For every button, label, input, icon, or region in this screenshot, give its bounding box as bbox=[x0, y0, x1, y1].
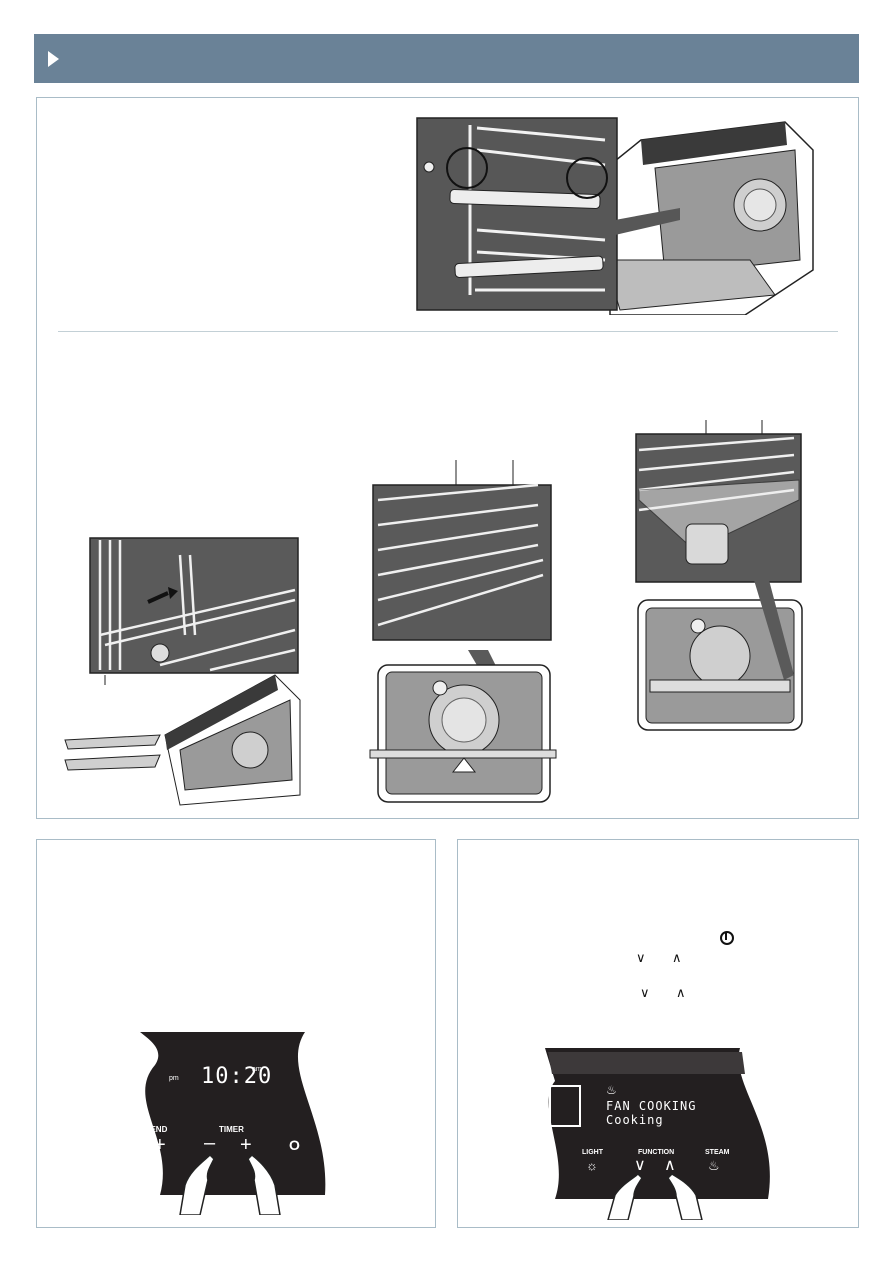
left-display-time: 10:20 bbox=[201, 1064, 273, 1089]
power-icon-line bbox=[725, 933, 727, 940]
left-display-pm: pm bbox=[169, 1075, 179, 1082]
hands-pressing-icon bbox=[607, 1172, 703, 1220]
function-label: FUNCTION bbox=[638, 1149, 675, 1156]
chevron-up-icon: ∧ bbox=[676, 985, 686, 1000]
function-down-button[interactable]: ∨ bbox=[634, 1157, 646, 1174]
rack-insertion-illustration bbox=[64, 537, 301, 806]
function-up-button[interactable]: ∧ bbox=[664, 1157, 676, 1174]
light-label: LIGHT bbox=[582, 1149, 603, 1156]
timer-plus-button[interactable]: + bbox=[240, 1134, 252, 1156]
rack-stopper-illustration bbox=[635, 420, 803, 731]
hands-pressing-icon bbox=[179, 1153, 281, 1215]
chevron-up-icon: ∧ bbox=[672, 950, 682, 965]
select-label: CT bbox=[546, 1149, 556, 1156]
section-header-bar bbox=[34, 34, 859, 83]
left-display-am: am bbox=[252, 1066, 262, 1073]
steam-button[interactable]: ♨ bbox=[708, 1158, 720, 1173]
shelf-runner-illustration bbox=[416, 117, 814, 315]
delay-end-label: AY END bbox=[138, 1125, 168, 1134]
chevron-down-icon: ∨ bbox=[640, 985, 650, 1000]
section-divider bbox=[58, 331, 838, 332]
timer-control-panel-display bbox=[140, 1032, 326, 1195]
steam-label: STEAM bbox=[705, 1149, 730, 1156]
play-arrow-icon bbox=[48, 51, 59, 67]
function-control-panel-display bbox=[545, 1048, 770, 1199]
grid-shelf-illustration bbox=[369, 460, 557, 803]
delay-end-plus-button[interactable]: + bbox=[154, 1134, 166, 1156]
light-button[interactable]: ☼ bbox=[586, 1158, 598, 1173]
display-line-1: FAN COOKING bbox=[606, 1099, 697, 1113]
timer-minus-button[interactable]: – bbox=[204, 1132, 216, 1154]
power-button-fragment[interactable]: O bbox=[289, 1137, 300, 1153]
display-line-2: Cooking bbox=[606, 1113, 664, 1127]
timer-label: TIMER bbox=[219, 1125, 244, 1134]
steam-icon: ♨ bbox=[606, 1083, 617, 1097]
chevron-down-icon: ∨ bbox=[636, 950, 646, 965]
power-icon bbox=[720, 931, 734, 945]
